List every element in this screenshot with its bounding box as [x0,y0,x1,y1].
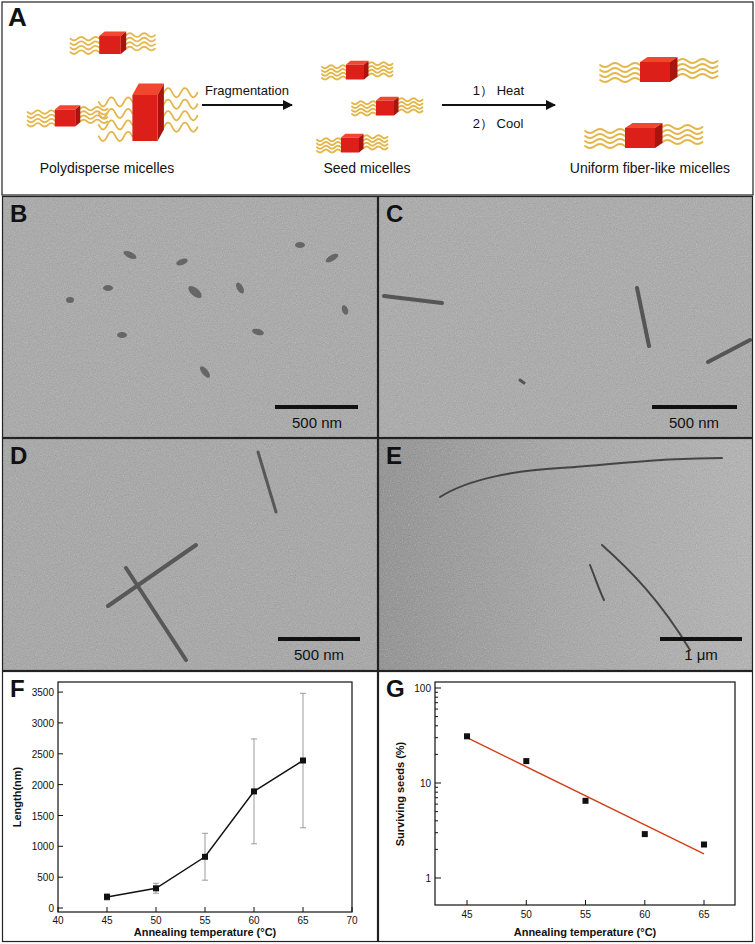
group-caption: Uniform fiber-like micelles [570,160,730,177]
arrow-label: 1） Heat [473,84,524,98]
group-caption: Polydisperse micelles [40,160,175,177]
tick-label: 2000 [32,779,54,790]
panel-letter: E [386,443,402,469]
axis-title: Length(nm) [11,767,23,827]
scale-bars [275,407,742,639]
panel-frames [3,197,753,942]
tick-label: 50 [150,915,161,926]
panel-letter: A [8,3,27,32]
tick-label: 55 [199,915,210,926]
micelle-group: Polydisperse micelles [12,15,202,185]
group-caption: Seed micelles [323,160,410,177]
axis-title: Surviving seeds (%) [394,742,406,847]
tick-label: 1000 [32,841,54,852]
tick-label: 500 [37,872,54,883]
tick-label: 45 [461,909,472,920]
scale-bar-label: 500 nm [294,647,344,664]
tick-label: 3000 [32,717,54,728]
tick-label: 60 [248,915,259,926]
tick-label: 45 [101,915,112,926]
micelle-illustration [28,32,718,153]
scale-bar-label: 1 μm [684,647,718,664]
tick-label: 60 [639,909,650,920]
tick-label: 55 [580,909,591,920]
tick-label: 100 [414,683,431,694]
tick-label: 2500 [32,748,54,759]
scale-bar-label: 500 nm [669,415,719,432]
panel-letter: B [10,201,27,227]
tick-label: 1 [425,873,431,884]
scale-bar-label: 500 nm [292,415,342,432]
panel-frames [2,2,753,195]
panel-letter: F [10,676,25,702]
panel-letter: G [386,676,405,702]
tick-label: 10 [420,778,431,789]
panel-letter: C [386,201,403,227]
panel-letter: D [10,443,27,469]
micelle-group: Seed micelles [292,60,442,185]
tick-label: 70 [346,915,357,926]
process-arrow [442,104,555,106]
tick-label: 1500 [32,810,54,821]
tem-images [3,197,752,670]
arrow-label: Fragmentation [205,84,289,98]
tick-label: 3500 [32,687,54,698]
axis-title: Annealing temperature (°C) [134,926,277,938]
tick-label: 50 [521,909,532,920]
step-label: 2） Cool [473,117,524,131]
micelle-group: Uniform fiber-like micelles [555,40,745,185]
axis-title: Annealing temperature (°C) [514,926,657,938]
tick-label: 65 [698,909,709,920]
length-chart [58,682,352,912]
tick-label: 0 [48,903,54,914]
tick-label: 40 [52,915,63,926]
surviving-seeds-chart [435,682,735,905]
tick-label: 65 [297,915,308,926]
process-arrow [202,104,292,106]
